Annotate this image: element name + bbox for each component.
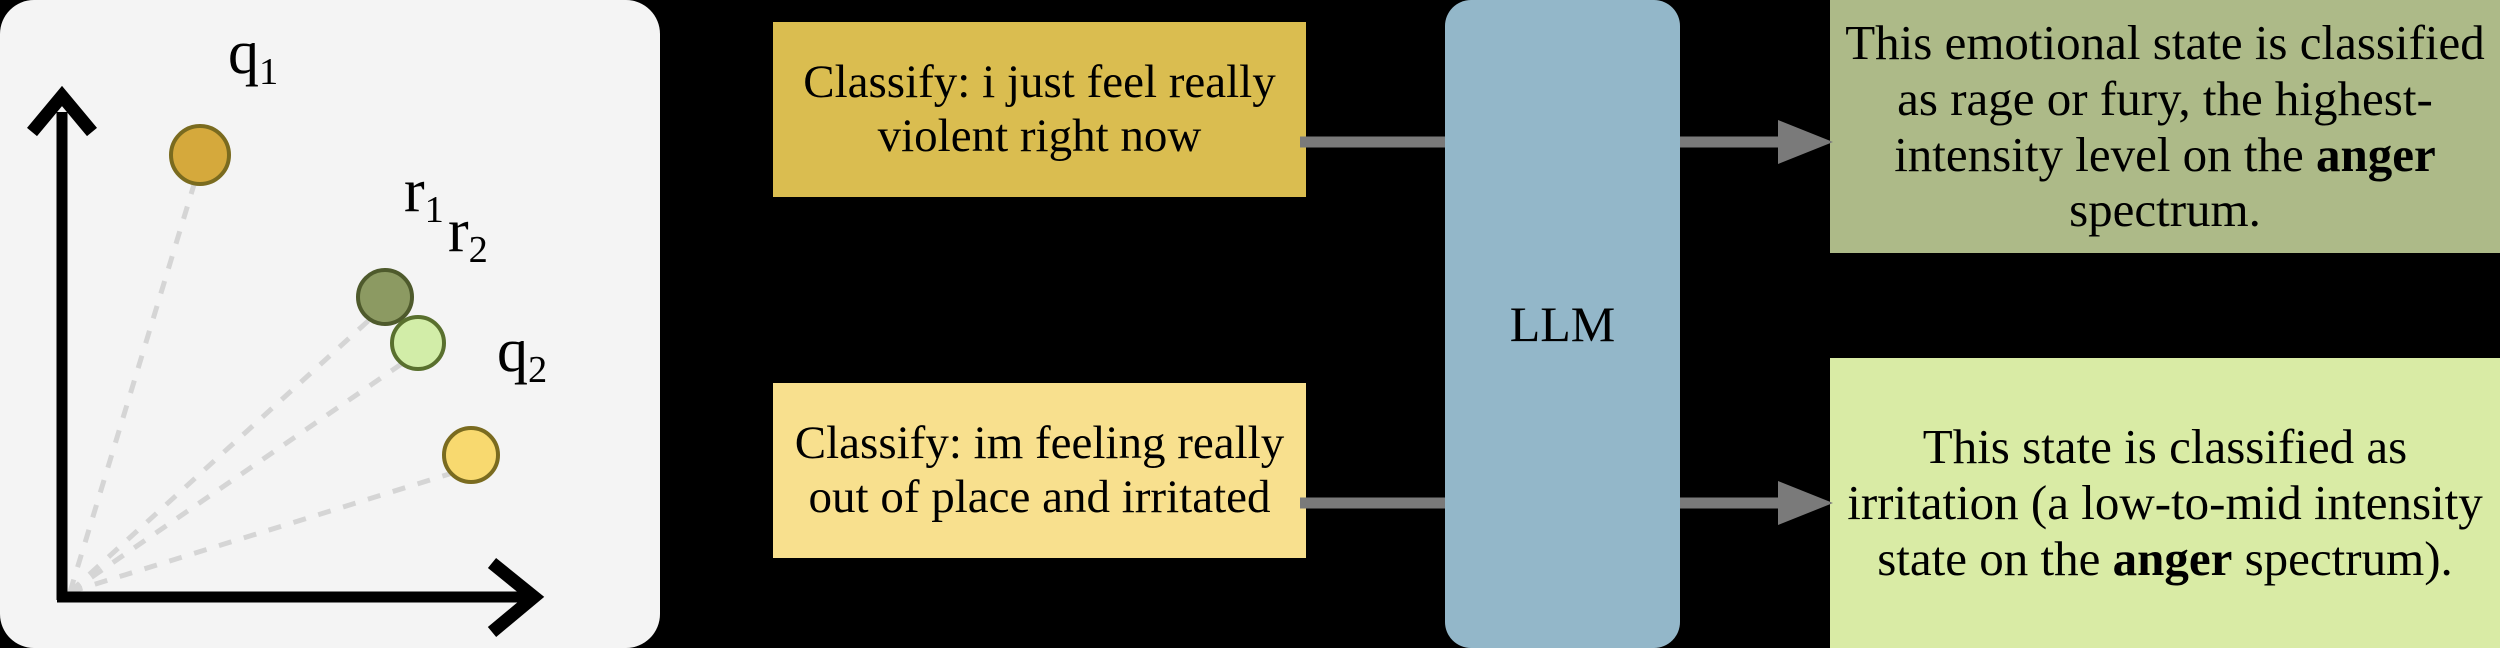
point-label-q1-text: q <box>228 19 259 87</box>
y-axis-arrowhead <box>27 85 97 137</box>
point-q2 <box>442 426 500 484</box>
output-text-1: This emotional state is classified as ra… <box>1845 14 2485 238</box>
llm-block[interactable]: LLM <box>1445 0 1680 648</box>
point-label-r1: r1 <box>404 157 444 229</box>
point-label-q1-sub: 1 <box>259 50 279 93</box>
point-label-q2-sub: 2 <box>528 348 548 391</box>
llm-label: LLM <box>1509 295 1616 352</box>
vector-line-q2 <box>69 467 463 595</box>
point-label-q2: q2 <box>497 317 547 389</box>
vector-line-r2 <box>68 355 412 595</box>
point-label-r1-text: r <box>404 157 425 225</box>
vector-line-q1 <box>67 177 199 593</box>
point-label-q2-text: q <box>497 317 528 385</box>
arrow-1-head <box>1778 120 1833 164</box>
embedding-space-panel: q1 r1 r2 q2 <box>0 0 660 648</box>
output-text-2: This state is classified as irritation (… <box>1847 419 2483 586</box>
output-box-rage: This emotional state is classified as ra… <box>1830 0 2500 253</box>
prompt-box-violent[interactable]: Classify: i just feel really violent rig… <box>773 22 1306 197</box>
point-label-r2: r2 <box>448 197 488 269</box>
vector-line-r1 <box>68 310 380 594</box>
point-r1 <box>356 268 414 326</box>
arrow-2-head <box>1778 481 1833 525</box>
point-r2 <box>390 315 446 371</box>
point-label-r2-text: r <box>448 197 469 265</box>
point-q1 <box>169 124 231 186</box>
output-box-irritation: This state is classified as irritation (… <box>1830 358 2500 648</box>
point-label-r2-sub: 2 <box>468 228 488 271</box>
embedding-space-plot <box>27 85 545 637</box>
axes <box>56 112 528 603</box>
point-label-q1: q1 <box>228 19 278 91</box>
point-label-r1-sub: 1 <box>424 188 444 231</box>
prompt-box-irritated[interactable]: Classify: im feeling really out of place… <box>773 383 1306 558</box>
origin-vector-lines <box>67 177 463 595</box>
prompt-text-2: Classify: im feeling really out of place… <box>794 416 1285 523</box>
prompt-text-1: Classify: i just feel really violent rig… <box>803 55 1276 162</box>
x-axis-arrowhead <box>487 557 545 637</box>
